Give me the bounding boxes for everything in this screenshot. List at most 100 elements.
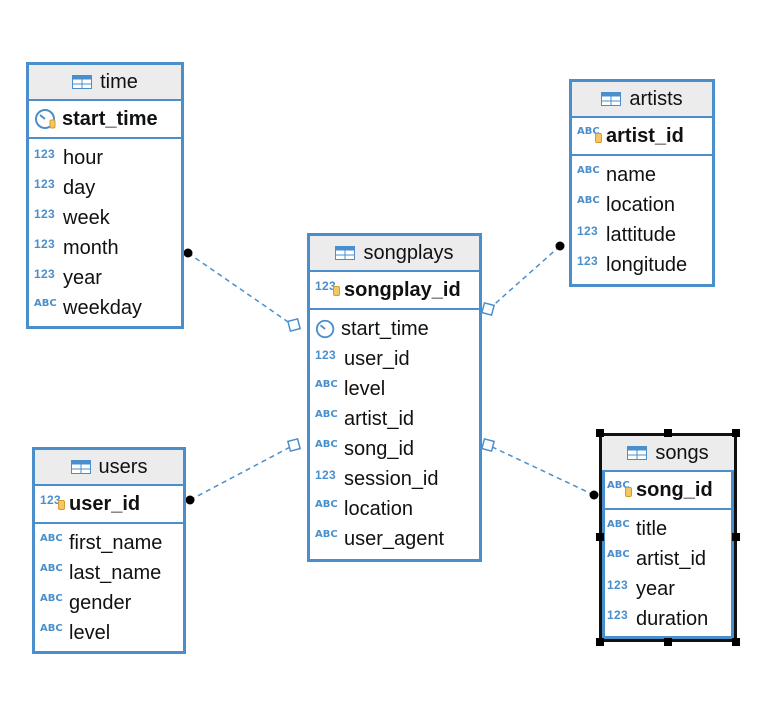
- column-name: hour: [63, 146, 104, 169]
- table-icon: [627, 446, 648, 460]
- text-type-icon: ABC: [40, 563, 63, 574]
- numeric-type-icon: 123: [607, 608, 628, 622]
- primary-key-name: start_time: [62, 107, 158, 130]
- key-icon: ABC: [577, 127, 603, 143]
- primary-key-row[interactable]: 123 songplay_id: [310, 272, 479, 310]
- timestamp-key-icon: [35, 109, 56, 129]
- column-row[interactable]: 123 year: [29, 263, 181, 293]
- column-row[interactable]: 123 duration: [602, 604, 734, 634]
- numeric-type-icon: 123: [577, 254, 598, 268]
- numeric-type-icon: 123: [34, 147, 55, 161]
- column-name: day: [63, 176, 96, 199]
- primary-key-row[interactable]: start_time: [29, 101, 181, 139]
- entity-header[interactable]: users: [35, 450, 183, 486]
- numeric-type-icon: 123: [607, 578, 628, 592]
- entity-header[interactable]: artists: [572, 82, 712, 118]
- resize-handle-n[interactable]: [664, 429, 672, 437]
- relation-end-diamond: [480, 437, 496, 453]
- resize-handle-s[interactable]: [664, 638, 672, 646]
- resize-handle-e[interactable]: [732, 533, 740, 541]
- relation-end-diamond: [286, 437, 302, 453]
- relation-end-diamond: [286, 317, 302, 333]
- entity-header[interactable]: songs: [602, 436, 734, 472]
- text-type-icon: ABC: [315, 409, 338, 420]
- text-type-icon: ABC: [315, 499, 338, 510]
- column-row[interactable]: ABC level: [35, 618, 183, 648]
- primary-key-row[interactable]: 123 user_id: [35, 486, 183, 524]
- column-name: first_name: [69, 531, 163, 554]
- numeric-type-icon: 123: [34, 237, 55, 251]
- column-name: location: [606, 193, 675, 216]
- entity-header[interactable]: songplays: [310, 236, 479, 272]
- primary-key-name: artist_id: [606, 124, 684, 147]
- column-row[interactable]: ABC level: [310, 374, 479, 404]
- table-icon: [70, 460, 91, 474]
- column-name: song_id: [344, 437, 415, 460]
- key-icon: 123: [40, 494, 66, 510]
- text-type-icon: ABC: [577, 165, 600, 176]
- column-name: lattitude: [606, 223, 677, 246]
- resize-handle-se[interactable]: [732, 638, 740, 646]
- numeric-type-icon: 123: [315, 348, 336, 362]
- numeric-type-icon: 123: [315, 468, 336, 482]
- column-name: duration: [636, 607, 709, 630]
- numeric-type-icon: 123: [34, 267, 55, 281]
- numeric-type-icon: 123: [34, 207, 55, 221]
- primary-key-row[interactable]: ABC song_id: [602, 472, 734, 510]
- relation-time-songplays[interactable]: [187, 252, 295, 327]
- column-row[interactable]: 123 hour: [29, 143, 181, 173]
- column-name: longitude: [606, 253, 688, 276]
- table-icon: [335, 246, 356, 260]
- resize-handle-nw[interactable]: [596, 429, 604, 437]
- resize-handle-sw[interactable]: [596, 638, 604, 646]
- entity-header[interactable]: time: [29, 65, 181, 101]
- primary-key-name: songplay_id: [344, 278, 461, 301]
- text-type-icon: ABC: [607, 549, 630, 560]
- resize-handle-w[interactable]: [596, 533, 604, 541]
- primary-key-row[interactable]: ABC artist_id: [572, 118, 712, 156]
- primary-key-name: song_id: [636, 478, 713, 501]
- resize-handle-ne[interactable]: [732, 429, 740, 437]
- column-name: weekday: [63, 296, 142, 319]
- column-row[interactable]: 123 longitude: [572, 250, 712, 280]
- entity-title: time: [100, 70, 138, 93]
- column-row[interactable]: start_time: [310, 314, 479, 344]
- entity-title: songplays: [363, 241, 454, 264]
- column-name: level: [344, 377, 386, 400]
- text-type-icon: ABC: [40, 623, 63, 634]
- relation-songs-songplays[interactable]: [487, 444, 595, 496]
- relation-users-songplays[interactable]: [189, 444, 295, 501]
- primary-key-name: user_id: [69, 492, 141, 515]
- column-name: year: [63, 266, 102, 289]
- column-name: level: [69, 621, 111, 644]
- relation-artists-songplays[interactable]: [487, 245, 561, 311]
- entity-songplays[interactable]: songplays 123 songplay_id start_time 123…: [307, 233, 482, 562]
- text-type-icon: ABC: [315, 379, 338, 390]
- entity-title: songs: [655, 441, 709, 464]
- relation-end-dot: [185, 495, 195, 505]
